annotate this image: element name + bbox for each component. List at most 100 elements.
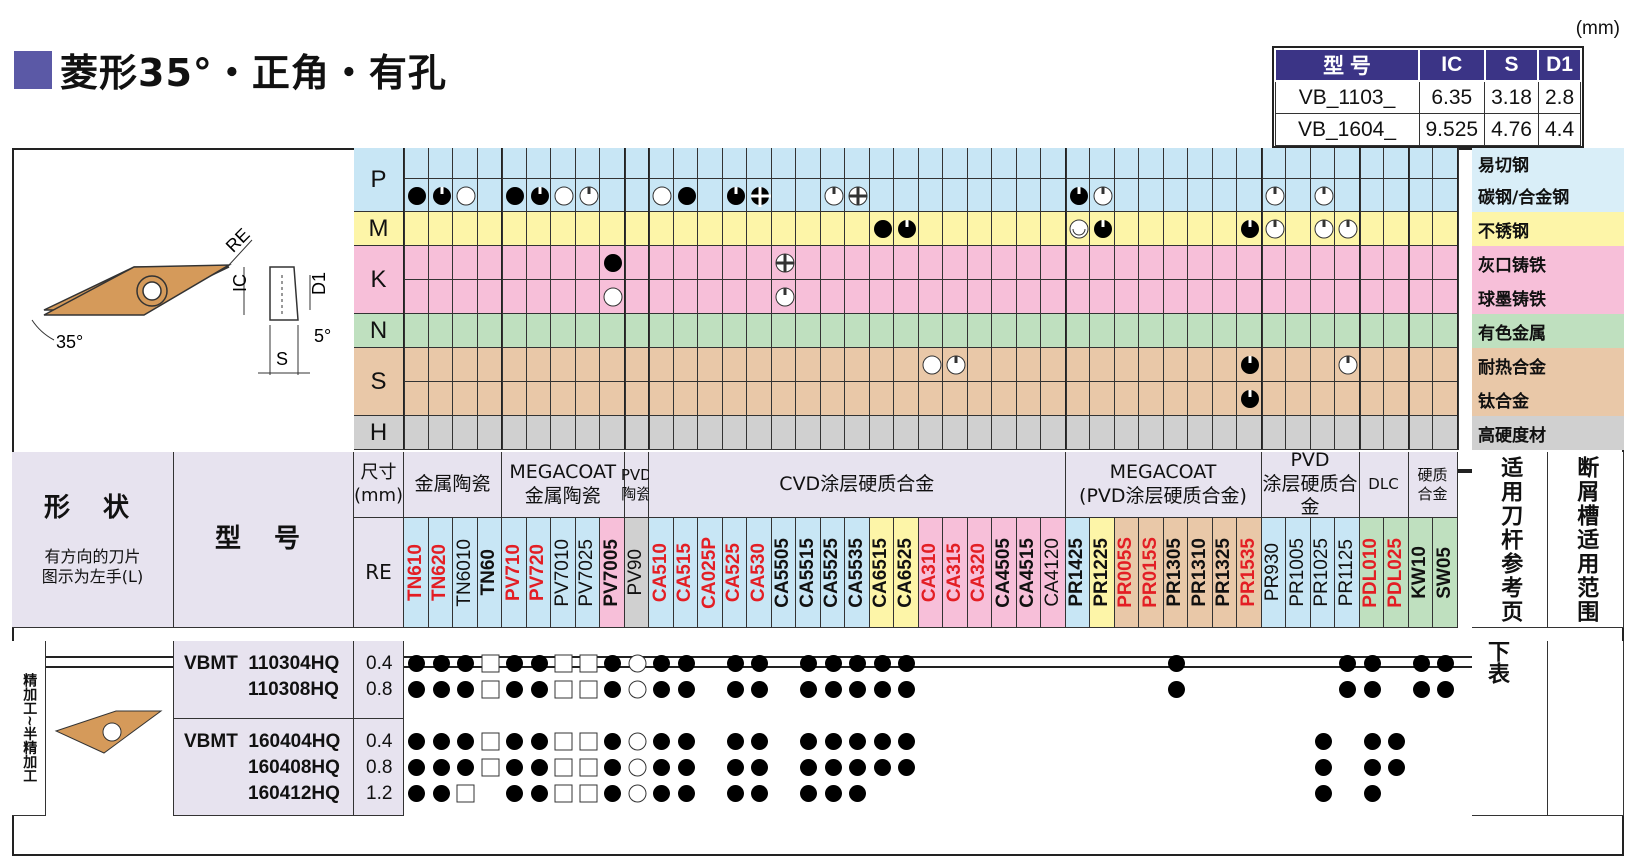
tool-ref-note: 下表 <box>1484 640 1509 684</box>
product-mark <box>1313 731 1334 752</box>
product-mark <box>553 653 574 674</box>
app-cell <box>1384 416 1409 450</box>
app-cell <box>1065 416 1090 450</box>
app-cell <box>1310 348 1335 382</box>
product-mark <box>1313 757 1334 778</box>
application-mark <box>1068 218 1090 240</box>
grade-name: PV710 <box>502 543 524 602</box>
grade-group-header: 金属陶瓷 <box>404 452 502 518</box>
app-cell <box>624 280 649 314</box>
grade-cell: PV7005 <box>600 518 625 628</box>
grade-name: CA5515 <box>796 537 818 608</box>
grade-name: CA025P <box>698 536 720 609</box>
app-cell <box>1286 416 1311 450</box>
ic-label: IC <box>230 274 250 292</box>
app-cell <box>1212 280 1237 314</box>
app-cell <box>698 416 723 450</box>
grade-cell: PR1125 <box>1335 518 1360 628</box>
grade-name: PR1125 <box>1335 538 1357 607</box>
product-mark <box>406 679 427 700</box>
app-cell <box>673 314 698 348</box>
grade-cell: CA5505 <box>771 518 796 628</box>
app-cell <box>1065 246 1090 280</box>
re-value: 0.8 <box>366 757 393 778</box>
iso-class-H: H <box>354 416 404 450</box>
application-mark <box>1313 218 1335 240</box>
shape-header: 形 状有方向的刀片 图示为左手(L) <box>12 452 174 628</box>
app-cell <box>894 246 919 280</box>
app-cell <box>1408 382 1433 416</box>
app-cell <box>1286 382 1311 416</box>
app-cell <box>722 148 747 179</box>
app-cell <box>918 148 943 179</box>
application-mark <box>725 185 747 207</box>
app-cell <box>1188 416 1213 450</box>
group-divider <box>1407 148 1410 450</box>
application-mark <box>774 286 796 308</box>
app-cell <box>747 416 772 450</box>
material-label: 不锈钢 <box>1472 212 1624 246</box>
product-model: 160408HQ <box>184 757 340 779</box>
app-cell <box>428 212 453 246</box>
app-cell <box>551 348 576 382</box>
app-cell <box>796 280 821 314</box>
dim-cell: VB_1604_ <box>1274 113 1420 146</box>
application-mark <box>553 185 575 207</box>
app-cell <box>1261 246 1286 280</box>
product-mark <box>1362 679 1383 700</box>
app-cell <box>673 148 698 179</box>
title-square-icon <box>14 50 52 89</box>
app-cell <box>967 179 992 212</box>
app-cell <box>1286 280 1311 314</box>
grade-cell: CA5525 <box>820 518 845 628</box>
application-mark <box>602 286 624 308</box>
product-model: VBMT 110304HQ <box>184 653 339 675</box>
application-mark <box>1239 388 1261 410</box>
product-mark <box>676 783 697 804</box>
app-cell <box>477 179 502 212</box>
grade-name: PR005S <box>1115 537 1137 608</box>
app-cell <box>1359 382 1384 416</box>
model-title: 型 号 <box>214 524 313 555</box>
group-divider <box>1456 148 1459 450</box>
model-header: 型 号 <box>174 452 354 628</box>
product-mark <box>725 757 746 778</box>
product-mark <box>1386 757 1407 778</box>
group-label: MEGACOAT (PVD涂层硬质合金) <box>1079 460 1247 507</box>
group-divider <box>1358 148 1361 450</box>
product-mark <box>1362 653 1383 674</box>
app-cell <box>1212 382 1237 416</box>
product-mark <box>896 679 917 700</box>
app-cell <box>1433 148 1458 179</box>
app-cell <box>1090 416 1115 450</box>
app-cell <box>796 382 821 416</box>
product-mark <box>823 731 844 752</box>
app-cell <box>1384 179 1409 212</box>
grade-name: PR015S <box>1139 537 1161 608</box>
app-cell <box>649 382 674 416</box>
application-mark <box>749 185 771 207</box>
app-cell <box>1016 179 1041 212</box>
product-mark <box>651 653 672 674</box>
app-cell <box>624 246 649 280</box>
product-mark <box>896 653 917 674</box>
app-cell <box>1384 246 1409 280</box>
iso-class-K: K <box>354 246 404 314</box>
grade-cell: TN610 <box>404 518 429 628</box>
app-cell <box>943 280 968 314</box>
app-cell <box>869 280 894 314</box>
app-cell <box>1359 416 1384 450</box>
grade-name: PV7005 <box>600 538 622 607</box>
app-cell <box>1310 382 1335 416</box>
product-mark <box>847 679 868 700</box>
app-cell <box>1433 348 1458 382</box>
dim-cell: 9.525 <box>1418 113 1486 146</box>
grade-name: CA4120 <box>1041 538 1063 607</box>
product-mark <box>431 679 452 700</box>
grade-group-header: MEGACOAT 金属陶瓷 <box>502 452 625 518</box>
page-title: 菱形35°・正角・有孔 <box>14 42 447 97</box>
product-mark <box>553 783 574 804</box>
app-cell <box>698 212 723 246</box>
material-label: 球墨铸铁 <box>1472 280 1624 314</box>
